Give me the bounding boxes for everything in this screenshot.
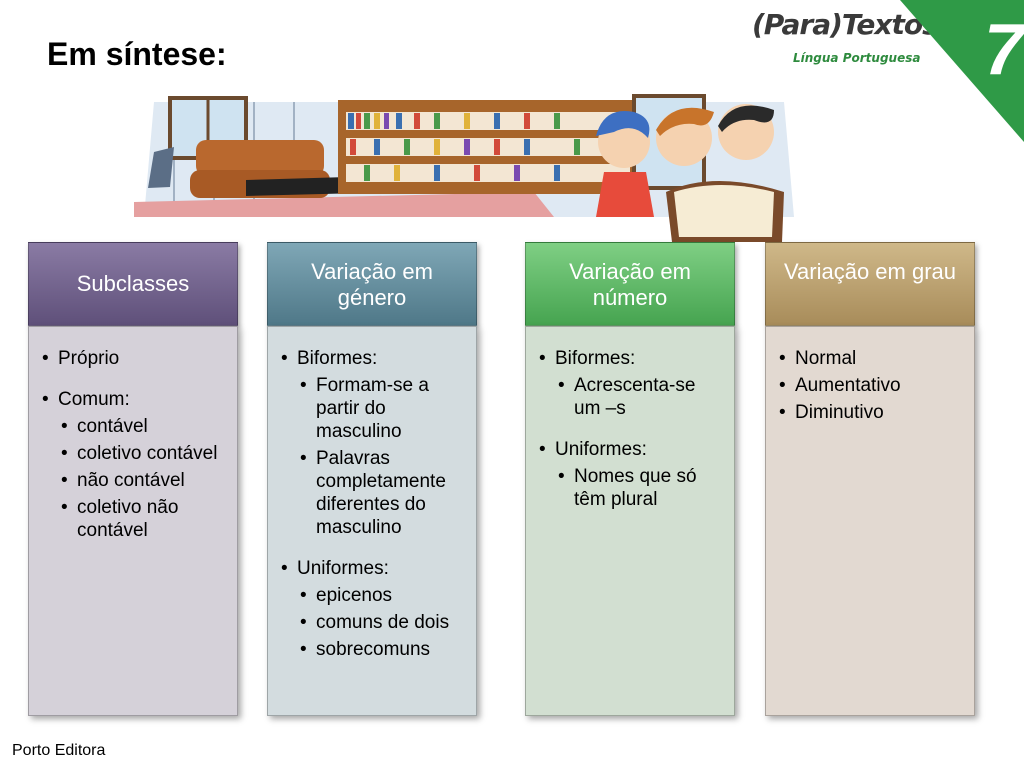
column-subclasses: Subclasses Próprio Comum: contável colet… <box>28 242 238 716</box>
list-item: Biformes: <box>278 347 466 370</box>
sub-list-item: Nomes que só têm plural <box>536 465 724 511</box>
sub-list-item: comuns de dois <box>278 611 466 634</box>
list-item: Comum: <box>39 388 227 411</box>
list-item: Diminutivo <box>776 401 964 424</box>
sub-list-item: Formam-se a partir do masculino <box>278 374 466 443</box>
list-item: Biformes: <box>536 347 724 370</box>
sub-list-item: epicenos <box>278 584 466 607</box>
column-genero: Variação em género Biformes: Formam-se a… <box>267 242 477 716</box>
sub-list-item: sobrecomuns <box>278 638 466 661</box>
brand-logo: (Para)Textos <box>752 8 939 41</box>
sub-list-item: não contável <box>39 469 227 492</box>
list-item: Normal <box>776 347 964 370</box>
sub-list-item: coletivo não contável <box>39 496 227 542</box>
column-body-genero: Biformes: Formam-se a partir do masculin… <box>267 326 477 716</box>
sub-list-item: coletivo contável <box>39 442 227 465</box>
column-numero: Variação em número Biformes: Acrescenta-… <box>525 242 735 716</box>
sub-list-item: Palavras completamente diferentes do mas… <box>278 447 466 539</box>
list-item: Aumentativo <box>776 374 964 397</box>
column-body-numero: Biformes: Acrescenta-se um –s Uniformes:… <box>525 326 735 716</box>
sub-list-item: contável <box>39 415 227 438</box>
list-item: Uniformes: <box>278 557 466 580</box>
grade-number: 7 <box>984 10 1024 90</box>
page-title: Em síntese: <box>47 36 227 72</box>
library-illustration <box>134 94 794 242</box>
brand-subtitle: Língua Portuguesa <box>793 51 921 65</box>
list-item: Próprio <box>39 347 227 370</box>
column-header-numero: Variação em número <box>525 242 735 326</box>
column-body-grau: Normal Aumentativo Diminutivo <box>765 326 975 716</box>
list-item: Uniformes: <box>536 438 724 461</box>
column-header-grau: Variação em grau <box>765 242 975 326</box>
column-body-subclasses: Próprio Comum: contável coletivo contáve… <box>28 326 238 716</box>
column-grau: Variação em grau Normal Aumentativo Dimi… <box>765 242 975 716</box>
sub-list-item: Acrescenta-se um –s <box>536 374 724 420</box>
column-header-genero: Variação em género <box>267 242 477 326</box>
column-header-subclasses: Subclasses <box>28 242 238 326</box>
footer-publisher: Porto Editora <box>12 742 106 759</box>
grade-corner-badge: 7 <box>900 0 1024 142</box>
